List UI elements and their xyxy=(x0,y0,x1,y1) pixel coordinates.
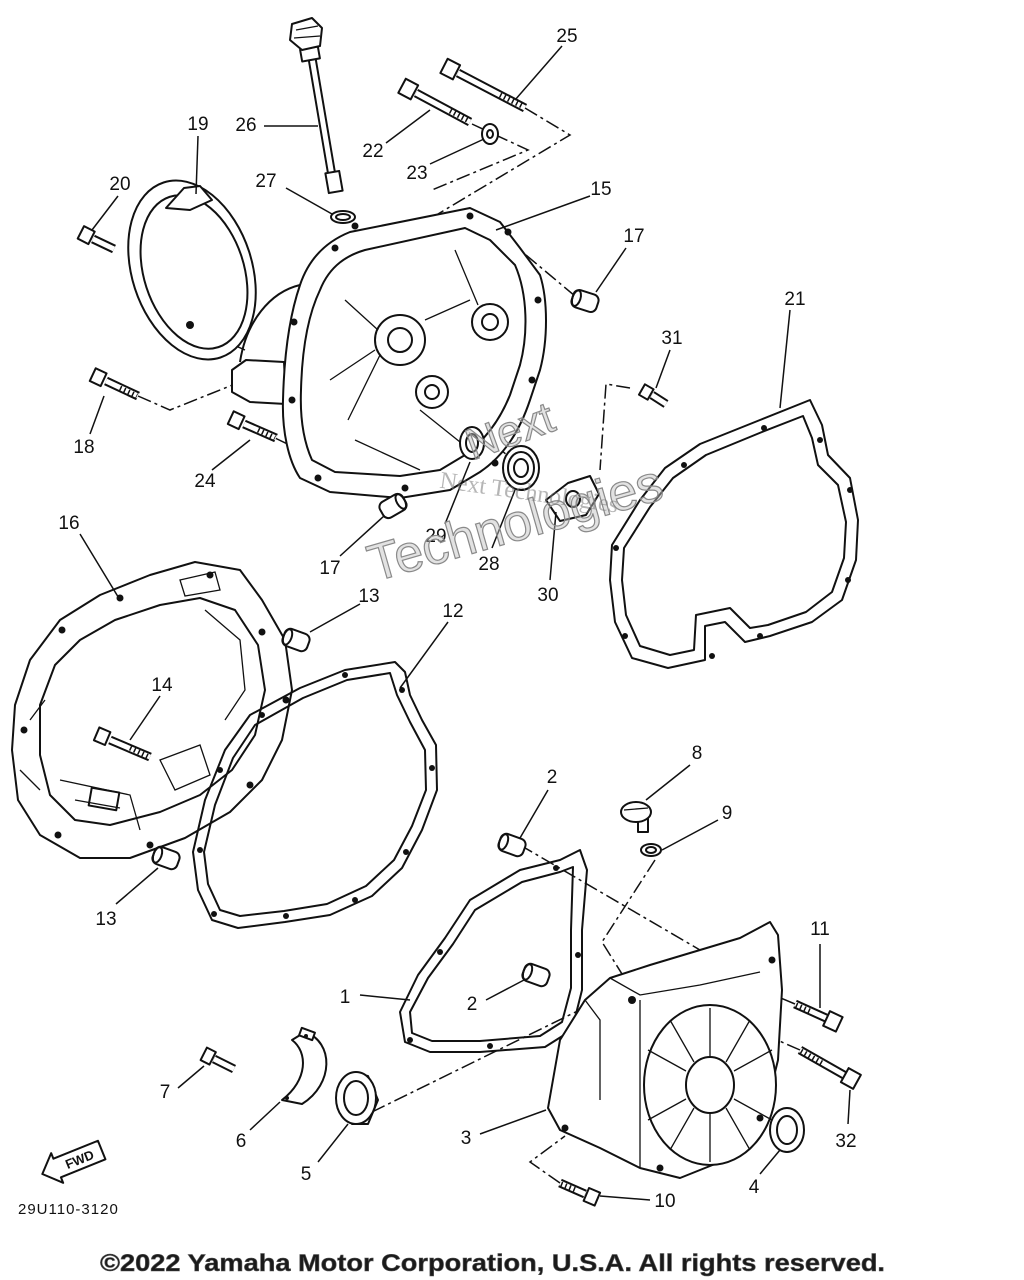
diagram-code: 29U110-3120 xyxy=(18,1201,119,1218)
part-2-dowel-upper xyxy=(497,832,527,858)
part-5-oil-seal xyxy=(335,1071,379,1125)
callout-2-lower: 2 xyxy=(467,994,478,1015)
part-1-gasket xyxy=(399,849,588,1053)
part-25-bolt xyxy=(439,57,528,112)
callout-13-lower: 13 xyxy=(95,909,116,930)
callout-6: 6 xyxy=(236,1131,247,1152)
callout-24: 24 xyxy=(194,471,216,492)
part-12-gasket xyxy=(192,661,438,929)
part-7-screw xyxy=(199,1046,237,1074)
part-4-oil-seal xyxy=(769,1107,805,1153)
copyright-notice: ©2022 Yamaha Motor Corporation, U.S.A. A… xyxy=(100,1250,885,1277)
part-26-dipstick xyxy=(289,17,344,195)
callout-5: 5 xyxy=(301,1164,312,1185)
part-17-dowel-upper xyxy=(570,288,600,314)
part-24-bolt xyxy=(226,410,278,443)
leader-lines xyxy=(79,45,851,1201)
fwd-arrow-icon: FWD xyxy=(41,1139,107,1184)
callout-17-upper: 17 xyxy=(623,226,644,247)
part-30-plate xyxy=(545,475,600,522)
callout-17-lower: 17 xyxy=(319,558,340,579)
part-14-bolt xyxy=(92,726,152,762)
part-10-bolt xyxy=(558,1178,602,1207)
part-20-bolt xyxy=(76,225,116,254)
part-32-bolt xyxy=(797,1046,862,1090)
part-17-dowel-lower xyxy=(378,492,408,520)
callout-19: 19 xyxy=(187,114,208,135)
callout-4: 4 xyxy=(749,1177,760,1198)
callout-9: 9 xyxy=(722,803,733,824)
part-13-dowel-lower xyxy=(151,845,181,871)
callout-18: 18 xyxy=(73,437,94,458)
callout-16: 16 xyxy=(58,513,79,534)
callout-22: 22 xyxy=(362,141,383,162)
callout-1: 1 xyxy=(340,987,351,1008)
callout-15: 15 xyxy=(590,179,611,200)
callout-30: 30 xyxy=(537,585,558,606)
part-3-crankcase-cover xyxy=(547,921,783,1179)
callout-10: 10 xyxy=(654,1191,675,1212)
callout-25: 25 xyxy=(556,26,577,47)
part-15-crankcase-cover xyxy=(231,207,547,499)
callout-20: 20 xyxy=(109,174,130,195)
callout-3: 3 xyxy=(461,1128,472,1149)
callout-27: 27 xyxy=(255,171,276,192)
part-19-cover-plate xyxy=(127,179,257,361)
part-28-bearing xyxy=(502,445,540,491)
part-6-bracket xyxy=(281,1026,328,1105)
part-8-plug xyxy=(620,801,652,833)
part-22-bolt xyxy=(397,77,473,126)
callout-23: 23 xyxy=(406,163,427,184)
part-21-gasket xyxy=(609,399,859,669)
part-13-dowel-upper xyxy=(281,627,311,653)
callout-29: 29 xyxy=(425,526,446,547)
part-23-washer xyxy=(481,123,499,145)
callout-31: 31 xyxy=(661,328,682,349)
callout-21: 21 xyxy=(784,289,805,310)
callout-8: 8 xyxy=(692,743,703,764)
callout-32: 32 xyxy=(835,1131,856,1152)
callout-7: 7 xyxy=(160,1082,171,1103)
part-11-bolt xyxy=(793,999,844,1033)
part-2-dowel-lower xyxy=(521,962,551,988)
callout-2-upper: 2 xyxy=(547,767,558,788)
callout-26: 26 xyxy=(235,115,256,136)
callout-13-upper: 13 xyxy=(358,586,379,607)
part-16-crankcase-cover xyxy=(11,561,293,859)
callout-14: 14 xyxy=(151,675,173,696)
callout-12: 12 xyxy=(442,601,463,622)
callout-11: 11 xyxy=(810,919,830,940)
part-9-o-ring xyxy=(640,843,662,857)
part-18-bolt xyxy=(88,367,140,401)
callouts: 25 22 23 19 26 27 20 15 17 21 31 18 24 2… xyxy=(58,26,856,1212)
callout-28: 28 xyxy=(478,554,499,575)
part-31-screw xyxy=(637,383,669,408)
part-27-o-ring xyxy=(330,210,356,224)
part-29-oil-seal xyxy=(459,426,485,460)
